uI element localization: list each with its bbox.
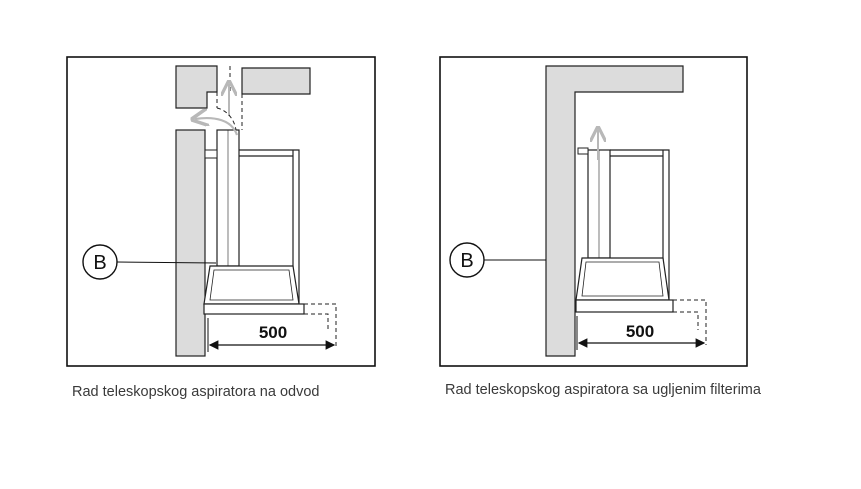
duct-dashed [206,66,243,130]
callout-label-right: B [460,250,473,272]
caption-ducted: Rad teleskopskog aspiratora na odvod [72,384,320,400]
callout-leader [116,261,217,264]
ceiling-right-block [241,67,311,95]
wall-right [545,65,684,357]
hood-body-right [575,257,670,301]
hood-base [203,303,305,315]
dimension-label-right: 500 [626,322,654,341]
wall-left [175,129,206,357]
airflow-duct-curve [216,107,237,131]
hood-body-inner [209,269,294,301]
wall-bracket-right [577,147,589,155]
hood-body-inner-right [581,261,664,297]
extension-dashed-right [673,299,707,345]
callout-label: B [93,252,106,274]
hood-base-right [575,299,674,313]
diagram-frame-right [439,56,748,367]
airflow-arrow-curve [195,118,239,136]
caption-recirculating: Rad teleskopskog aspiratora sa ugljenim … [445,382,761,398]
wall-bracket [204,149,218,159]
dimension-label: 500 [259,323,287,342]
extension-dashed [304,303,337,347]
